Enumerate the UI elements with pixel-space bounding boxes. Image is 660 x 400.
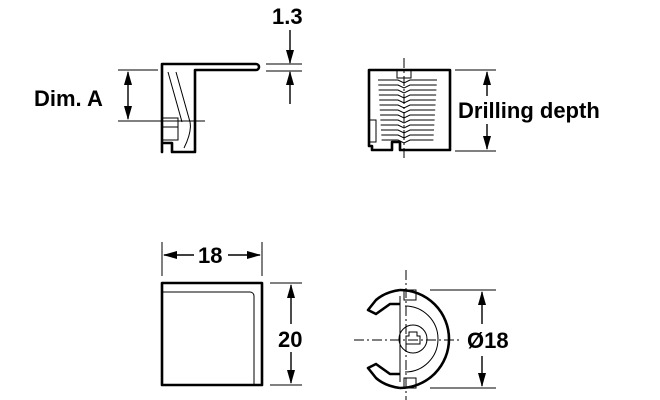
thread-line: [378, 89, 437, 94]
section-view: [367, 58, 452, 160]
width-label: 18: [198, 243, 223, 268]
thread-line: [381, 139, 434, 144]
drilling-depth-label: Drilling depth: [458, 98, 600, 123]
drilling-depth-dimension: [455, 69, 496, 152]
thickness-dimension: [266, 30, 302, 104]
front-view: [160, 281, 264, 387]
dim-a-label: Dim. A: [34, 86, 103, 111]
thread-line: [381, 129, 434, 134]
thickness-label: 1.3: [272, 4, 303, 29]
thread-line: [379, 104, 436, 109]
dim-a-dimension: [118, 69, 205, 122]
thread-line: [380, 119, 435, 124]
thread-line: [379, 109, 436, 114]
thread-line: [380, 124, 435, 129]
diameter-label: Ø18: [467, 328, 509, 353]
thread-line: [378, 84, 437, 89]
thread-line: [378, 94, 437, 99]
thread-line: [381, 134, 434, 139]
height-dimension: [270, 282, 302, 386]
width-dimension: [161, 242, 263, 276]
height-label: 20: [278, 327, 303, 352]
top-view: [354, 270, 460, 400]
side-view: [160, 62, 261, 154]
thread-line: [380, 114, 435, 119]
thread-lines: [378, 79, 437, 144]
thread-line: [379, 99, 436, 104]
thread-line: [378, 79, 437, 84]
diameter-dimension: [430, 289, 496, 389]
